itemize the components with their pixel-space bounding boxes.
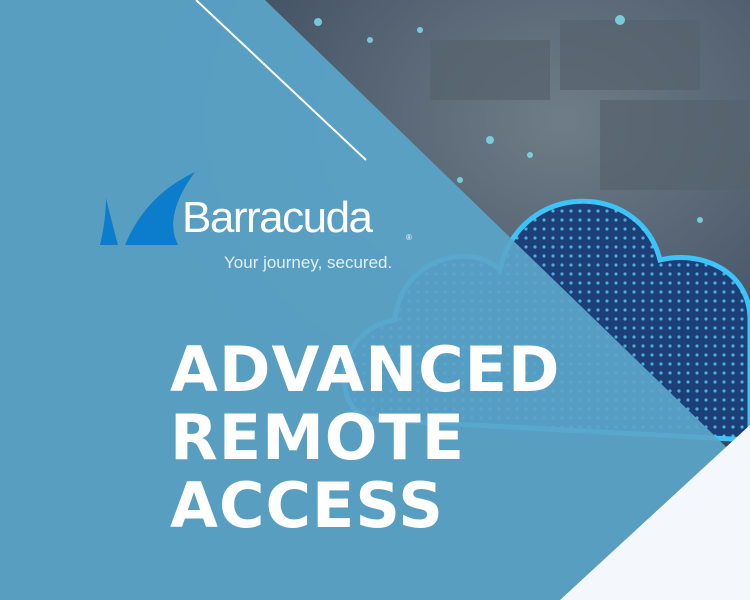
brand-tagline: Your journey, secured. <box>224 253 393 272</box>
headline-line-2: REMOTE <box>170 401 466 474</box>
server-blocks <box>430 20 750 190</box>
headline-line-1: ADVANCED <box>170 333 561 406</box>
white-corner-triangle <box>560 425 750 600</box>
headline-line-3: ACCESS <box>170 469 444 542</box>
accent-line <box>195 0 367 161</box>
registered-mark: ® <box>406 233 412 242</box>
headline: ADVANCED REMOTE ACCESS <box>170 336 560 540</box>
barracuda-logo-icon <box>100 172 195 245</box>
brand-name: Barracuda <box>182 193 373 242</box>
